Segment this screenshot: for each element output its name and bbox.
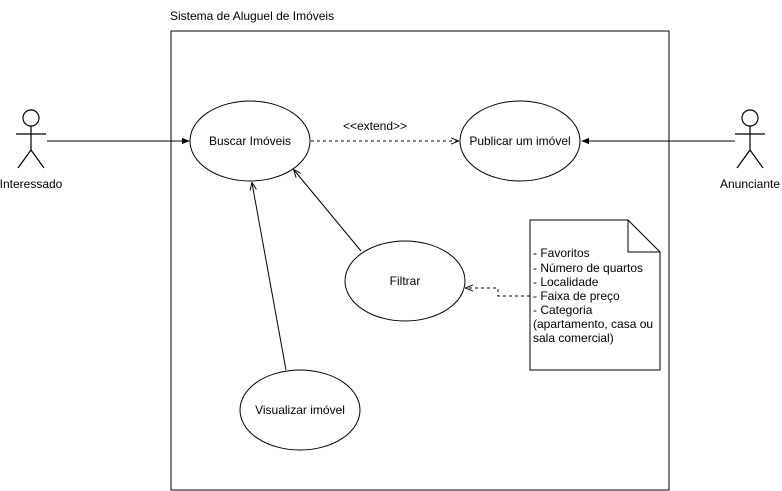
use-case-label: Filtrar (390, 274, 421, 288)
visualizar-to-buscar-arrow (252, 183, 287, 371)
use-case-visualizar-imovel[interactable]: Visualizar imóvel (239, 369, 361, 451)
use-case-publicar-imovel[interactable]: Publicar um imóvel (459, 100, 581, 182)
system-title: Sistema de Aluguel de Imóveis (170, 9, 334, 23)
note-line: sala comercial) (533, 331, 614, 345)
use-case-label: Buscar Imóveis (209, 134, 291, 148)
use-case-buscar-imoveis[interactable]: Buscar Imóveis (189, 100, 311, 182)
actor-label-anunciante: Anunciante (720, 177, 780, 191)
note-to-filtrar-connector (466, 288, 530, 297)
note-line: - Faixa de preço (533, 289, 620, 303)
note-line: - Categoria (533, 303, 593, 317)
actor-head (741, 109, 759, 127)
note-line: - Favoritos (533, 246, 590, 260)
actor-interessado[interactable]: Interessado (0, 109, 63, 191)
use-case-filtrar[interactable]: Filtrar (344, 240, 466, 322)
actor-anunciante[interactable]: Anunciante (720, 109, 780, 191)
note-line: - Localidade (533, 275, 599, 289)
note-fold (627, 220, 660, 253)
system-boundary (170, 30, 670, 491)
filter-options-note[interactable]: - Favoritos - Número de quartos - Locali… (529, 219, 661, 371)
extend-label: <<extend>> (343, 119, 407, 133)
note-body (529, 219, 661, 371)
actor-label-interessado: Interessado (0, 177, 63, 191)
filtrar-to-buscar-arrow (294, 170, 362, 252)
use-case-label: Visualizar imóvel (255, 403, 345, 417)
note-line: - Número de quartos (533, 261, 643, 275)
use-case-label: Publicar um imóvel (469, 134, 570, 148)
actor-head (22, 109, 40, 127)
note-line: (apartamento, casa ou (533, 317, 653, 331)
